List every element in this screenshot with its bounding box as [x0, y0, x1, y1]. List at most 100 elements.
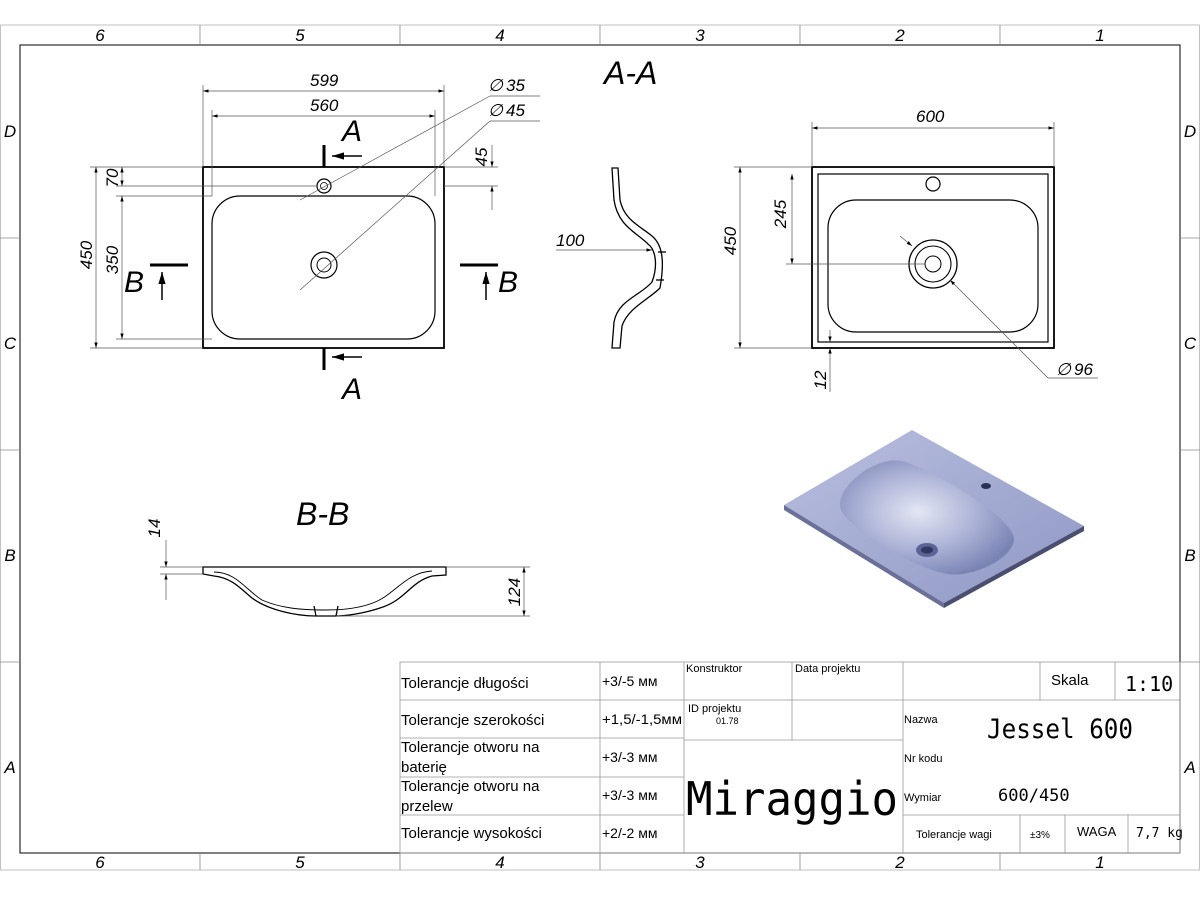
section-aa-title: A-A: [602, 55, 657, 91]
col-label-top: 6: [95, 26, 105, 45]
bottom-view: [811, 166, 1055, 349]
bottom-view-inner: [817, 173, 1049, 343]
brand-logo: Miraggio: [686, 772, 898, 826]
dim-rim-thickness: 14: [145, 519, 164, 538]
tolerance-value: +3/-3 мм: [602, 787, 657, 803]
cut-labels: A A B B: [124, 115, 518, 406]
tolerance-table: Tolerancje długości Tolerancje szerokośc…: [401, 675, 544, 842]
title-block-grid: [399, 661, 1181, 854]
wymiar-label: Wymiar: [904, 792, 942, 804]
tolerance-values: +3/-5 мм +1,5/-1,5мм +3/-3 мм +3/-3 мм +…: [602, 673, 682, 841]
bottom-view-outline: [811, 166, 1055, 349]
tolerance-value: +3/-5 мм: [602, 673, 657, 689]
dim-height: 124: [505, 578, 524, 606]
section-cut-marks: [150, 145, 498, 370]
tolerance-value: +1,5/-1,5мм: [602, 711, 682, 727]
col-label-bottom: 1: [1095, 853, 1104, 872]
section-bb-profile: [202, 566, 447, 617]
waga-tolerance-value: ±3%: [1030, 830, 1050, 841]
skala-value: 1:10: [1125, 672, 1173, 696]
id-projektu-value: 01.78: [716, 716, 739, 726]
waga-value: 7,7 kg: [1136, 826, 1183, 841]
col-label-bottom: 5: [295, 853, 305, 872]
dim-section-depth: 100: [556, 231, 585, 250]
cut-mark-b-left: B: [124, 266, 144, 299]
dim-depth-total: 450: [77, 240, 96, 269]
diameter-symbol-icon: ∅: [488, 76, 504, 95]
dim-drain-dia: 96: [1074, 360, 1093, 379]
drain-outer: [310, 251, 338, 279]
col-label-bottom: 2: [894, 853, 905, 872]
bottom-view-bowl: [827, 199, 1039, 333]
frame-labels: 6 5 4 3 2 1 6 5 4 3 2 1 D C B A D C B A: [3, 26, 1197, 872]
top-view-dimensions: [90, 85, 540, 349]
tolerance-label: Tolerancje wysokości: [401, 825, 542, 842]
diameter-symbol-icon: ∅: [1056, 360, 1072, 379]
col-label-top: 3: [695, 26, 705, 45]
kod-label: Nr kodu: [904, 753, 943, 765]
tolerance-label-line2: przelew: [401, 798, 453, 815]
tap-hole-inner: [320, 182, 328, 190]
dim-rim: 12: [811, 370, 830, 389]
bottom-view-labels: 600 450 245 12 ∅ 96: [721, 107, 1093, 389]
tap-hole-bottom: [925, 176, 941, 192]
tolerance-label: Tolerancje długości: [401, 675, 529, 692]
row-label-left: C: [4, 334, 17, 353]
cut-mark-a-bottom: A: [340, 373, 362, 406]
row-label-left: D: [4, 122, 16, 141]
tolerance-label-line1: Tolerancje otworu na: [401, 739, 540, 756]
dim-right-width: 600: [916, 107, 945, 126]
row-label-left: A: [3, 758, 15, 777]
row-label-right: B: [1184, 546, 1195, 565]
col-label-bottom: 3: [695, 853, 705, 872]
tolerance-label-line2: baterię: [401, 759, 447, 776]
col-label-bottom: 6: [95, 853, 105, 872]
konstruktor-label: Konstruktor: [686, 663, 743, 675]
id-projektu-label: ID projektu: [688, 703, 741, 715]
skala-label: Skala: [1051, 672, 1089, 689]
row-label-left: B: [4, 546, 15, 565]
tolerance-value: +2/-2 мм: [602, 825, 657, 841]
diameter-symbol-icon: ∅: [488, 101, 504, 120]
basin-3d-render: [784, 430, 1084, 608]
section-bb-labels: 14 124: [145, 519, 524, 607]
col-label-top: 4: [495, 26, 504, 45]
data-projektu-label: Data projektu: [795, 663, 860, 675]
tolerance-label-line1: Tolerancje otworu na: [401, 778, 540, 795]
waga-tolerance-label: Tolerancje wagi: [916, 829, 992, 841]
dim-edge-to-hole: 70: [103, 168, 122, 187]
section-bb-dimensions: [160, 540, 530, 617]
wymiar-value: 600/450: [998, 786, 1070, 806]
section-aa-profile: [611, 167, 666, 349]
tolerance-label: Tolerancje szerokości: [401, 712, 544, 729]
bottom-view-dimensions: [734, 122, 1098, 392]
dim-right-depth: 450: [721, 226, 740, 255]
tolerance-value: +3/-3 мм: [602, 749, 657, 765]
col-label-top: 1: [1095, 26, 1104, 45]
row-label-right: D: [1184, 122, 1196, 141]
drain-ring-inner: [924, 255, 942, 273]
drain-inner: [316, 257, 332, 273]
dim-basin-depth: 350: [103, 245, 122, 274]
row-label-right: C: [1184, 334, 1197, 353]
product-name: Jessel 600: [987, 714, 1133, 745]
waga-label: WAGA: [1077, 824, 1117, 839]
cut-mark-a-top: A: [340, 115, 362, 148]
tap-hole: [316, 178, 332, 194]
col-label-top: 5: [295, 26, 305, 45]
col-label-top: 2: [894, 26, 905, 45]
dim-width-inner: 560: [310, 96, 339, 115]
nazwa-label: Nazwa: [904, 714, 939, 726]
dim-right-to-drain: 245: [771, 199, 790, 229]
top-view-labels: 599 560 ∅ 35 ∅ 45 45 70 450 350: [77, 71, 525, 274]
top-view-bowl: [211, 195, 436, 340]
section-bb-title: B-B: [296, 496, 349, 532]
dim-width-outer: 599: [310, 71, 339, 90]
dim-hole-small: 35: [506, 76, 525, 95]
cut-mark-b-right: B: [498, 266, 518, 299]
row-label-right: A: [1183, 758, 1195, 777]
frame-column-ticks: [0, 25, 1200, 870]
col-label-bottom: 4: [495, 853, 504, 872]
dim-hole-offset: 45: [472, 147, 491, 166]
